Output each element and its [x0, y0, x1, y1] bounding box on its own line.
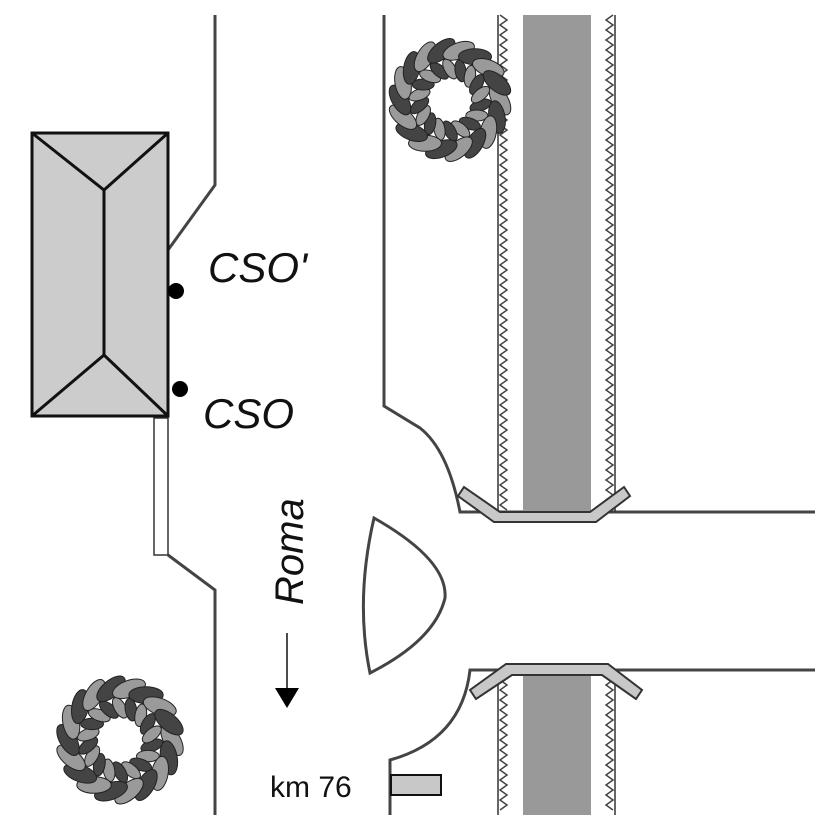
direction-label: Roma — [268, 498, 312, 605]
km-label: km 76 — [270, 771, 352, 804]
tree-leaf — [154, 708, 184, 736]
tree-icon — [388, 38, 512, 162]
road-left-edge — [166, 15, 217, 251]
tree-leaf — [470, 85, 491, 104]
road-left-edge-lower — [167, 553, 217, 815]
road-right-edge-upper — [382, 15, 815, 514]
railway-lower — [497, 669, 616, 815]
traffic-island — [361, 515, 447, 676]
road-right-edge-lower — [388, 668, 815, 815]
sidewalk-strip — [153, 417, 169, 556]
cso-prime-point — [168, 283, 184, 299]
cso-label: CSO — [203, 390, 294, 437]
building-roof-icon — [30, 131, 170, 418]
cso-point — [172, 381, 188, 397]
cso-prime-label: CSO' — [208, 244, 309, 291]
bridge-parapet-upper — [456, 485, 632, 523]
tree-leaf — [482, 70, 512, 96]
tree-leaf — [141, 725, 162, 744]
tree-icon — [56, 675, 184, 805]
arrow-down-icon — [275, 633, 299, 708]
bridge-parapet-lower — [468, 663, 644, 701]
railway-upper — [497, 14, 616, 512]
milestone-icon — [390, 774, 442, 796]
